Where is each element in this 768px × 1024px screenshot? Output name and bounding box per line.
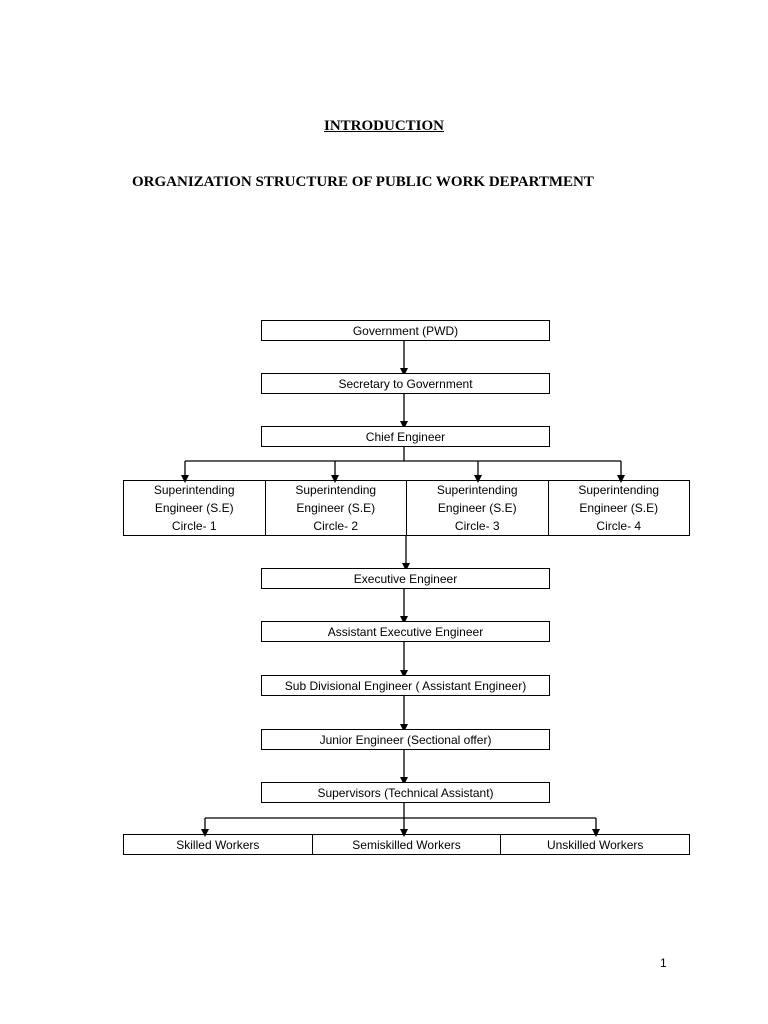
- box-se-circle-1: Superintending Engineer (S.E) Circle- 1: [124, 481, 266, 535]
- box-skilled-workers: Skilled Workers: [124, 835, 313, 854]
- se-3-line1: Superintending: [436, 483, 518, 497]
- box-se-circle-2: Superintending Engineer (S.E) Circle- 2: [266, 481, 407, 535]
- box-sub-divisional-engineer: Sub Divisional Engineer ( Assistant Engi…: [261, 675, 550, 696]
- se-3-line3: Circle- 3: [454, 519, 500, 533]
- se-1-line3: Circle- 1: [171, 519, 217, 533]
- box-supervisors: Supervisors (Technical Assistant): [261, 782, 550, 803]
- se-2-line2: Engineer (S.E): [296, 501, 376, 515]
- page-subtitle: ORGANIZATION STRUCTURE OF PUBLIC WORK DE…: [132, 174, 594, 190]
- semiskilled-workers-label: Semiskilled Workers: [352, 837, 461, 852]
- box-se-circle-3: Superintending Engineer (S.E) Circle- 3: [407, 481, 549, 535]
- box-secretary: Secretary to Government: [261, 373, 550, 394]
- skilled-workers-label: Skilled Workers: [176, 837, 260, 852]
- page-number: 1: [660, 956, 667, 970]
- superintending-engineers-row: Superintending Engineer (S.E) Circle- 1 …: [123, 480, 690, 536]
- box-chief-engineer: Chief Engineer: [261, 426, 550, 447]
- box-assistant-executive-engineer-label: Assistant Executive Engineer: [327, 624, 484, 639]
- se-2-line3: Circle- 2: [313, 519, 359, 533]
- se-1-line1: Superintending: [153, 483, 235, 497]
- box-junior-engineer: Junior Engineer (Sectional offer): [261, 729, 550, 750]
- se-4-line2: Engineer (S.E): [579, 501, 659, 515]
- se-3-line2: Engineer (S.E): [437, 501, 517, 515]
- unskilled-workers-label: Unskilled Workers: [546, 837, 644, 852]
- box-supervisors-label: Supervisors (Technical Assistant): [317, 785, 494, 800]
- page-title: INTRODUCTION: [323, 118, 444, 134]
- box-government-label: Government (PWD): [352, 323, 459, 338]
- se-2-line1: Superintending: [295, 483, 377, 497]
- box-assistant-executive-engineer: Assistant Executive Engineer: [261, 621, 550, 642]
- box-sub-divisional-engineer-label: Sub Divisional Engineer ( Assistant Engi…: [284, 678, 527, 693]
- se-1-line2: Engineer (S.E): [154, 501, 234, 515]
- se-4-line3: Circle- 4: [596, 519, 642, 533]
- box-chief-engineer-label: Chief Engineer: [365, 429, 446, 444]
- box-executive-engineer-label: Executive Engineer: [353, 571, 458, 586]
- box-se-circle-4: Superintending Engineer (S.E) Circle- 4: [549, 481, 690, 535]
- box-unskilled-workers: Unskilled Workers: [501, 835, 689, 854]
- workers-row: Skilled Workers Semiskilled Workers Unsk…: [123, 834, 690, 855]
- box-secretary-label: Secretary to Government: [338, 376, 473, 391]
- box-government: Government (PWD): [261, 320, 550, 341]
- box-executive-engineer: Executive Engineer: [261, 568, 550, 589]
- box-junior-engineer-label: Junior Engineer (Sectional offer): [319, 732, 492, 747]
- box-semiskilled-workers: Semiskilled Workers: [313, 835, 502, 854]
- se-4-line1: Superintending: [578, 483, 660, 497]
